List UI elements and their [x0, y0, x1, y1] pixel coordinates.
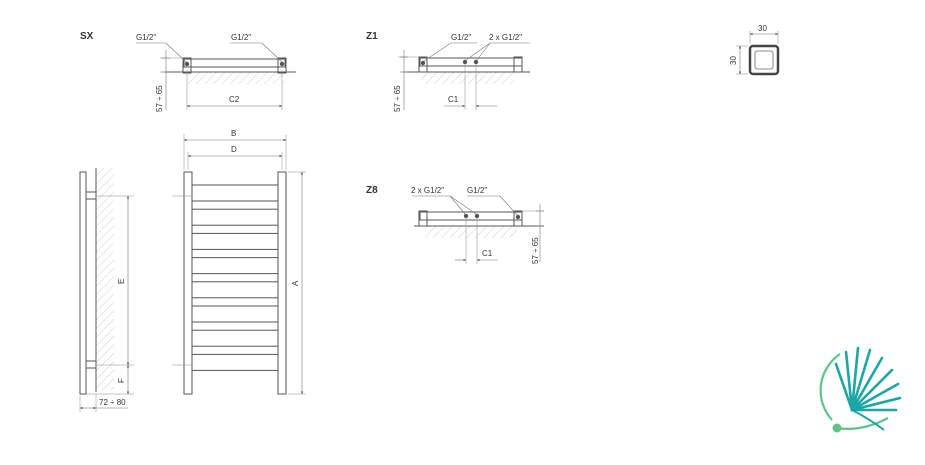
right-collector [513, 210, 523, 227]
section-title-sx: SX [80, 31, 94, 42]
rung [191, 329, 279, 347]
thread-double-label-z8: 2 x G1/2" [411, 186, 444, 195]
radiator-top [419, 211, 523, 221]
depth-label-z1: 57 ÷ 65 [393, 85, 402, 112]
d-label: D [231, 145, 237, 154]
bottom-connection-2 [474, 213, 480, 219]
wall-gap-label: 72 ÷ 80 [99, 398, 126, 407]
tube-profile [748, 44, 780, 76]
left-connection [184, 61, 190, 67]
radiator-top [183, 58, 286, 68]
thread-double-label-z1: 2 x G1/2" [489, 33, 522, 42]
z8-top-view: Z8 2 x G1/2" G1/2" 57 ÷ 65 C1 [366, 185, 544, 264]
thread-label-left: G1/2" [136, 33, 156, 42]
radiator-top [419, 57, 523, 67]
wall-hatch [425, 226, 517, 238]
rung [191, 257, 279, 275]
wall-hatch [188, 72, 284, 84]
section-title-z8: Z8 [366, 185, 378, 196]
rung [191, 232, 279, 250]
b-label: B [231, 129, 236, 138]
left-collector [418, 56, 428, 73]
wall-hatch [421, 72, 514, 84]
rung [191, 305, 279, 323]
side-connection [515, 214, 521, 220]
bottom-connection-1 [462, 59, 468, 65]
wall-hatch-side [96, 168, 114, 390]
rung [191, 184, 279, 202]
rung [191, 208, 279, 226]
f-label: F [117, 378, 126, 383]
c1-label-z1: C1 [448, 95, 459, 104]
left-collector [418, 210, 428, 227]
depth-label-z8: 57 ÷ 65 [531, 237, 540, 264]
depth-label-sx: 57 ÷ 65 [155, 85, 164, 112]
right-connection [279, 61, 285, 67]
rung [191, 281, 279, 299]
right-collector-front [277, 171, 287, 395]
c1-label-z8: C1 [482, 249, 493, 258]
bottom-bracket [85, 360, 97, 369]
thread-label-z1: G1/2" [451, 33, 471, 42]
top-bracket [85, 191, 97, 200]
thread-label-z8: G1/2" [467, 186, 487, 195]
left-collector-front [183, 171, 193, 395]
profile-section: 30 30 [729, 24, 780, 76]
rung [191, 353, 279, 371]
profile-width-label: 30 [758, 24, 767, 33]
front-view: B D A [172, 129, 306, 395]
profile-height-label: 30 [729, 56, 738, 65]
sx-top-view: SX G1/2" G1/2" 57 ÷ 65 C2 [80, 31, 296, 112]
section-title-z1: Z1 [366, 31, 378, 42]
c2-label: C2 [229, 95, 240, 104]
bottom-connection-1 [463, 213, 469, 219]
radiator-side-profile [79, 171, 87, 395]
bottom-connection-2 [473, 59, 479, 65]
right-collector [513, 56, 523, 73]
z1-top-view: Z1 G1/2" 2 x G1/2" 57 ÷ 65 C1 [366, 31, 530, 112]
dandelion-logo-icon [819, 346, 902, 433]
side-connection [420, 60, 426, 66]
a-label: A [291, 280, 300, 286]
side-view: E F 72 ÷ 80 [79, 168, 134, 412]
thread-label-right: G1/2" [231, 33, 251, 42]
rungs-group [172, 184, 279, 371]
e-label: E [117, 279, 126, 284]
